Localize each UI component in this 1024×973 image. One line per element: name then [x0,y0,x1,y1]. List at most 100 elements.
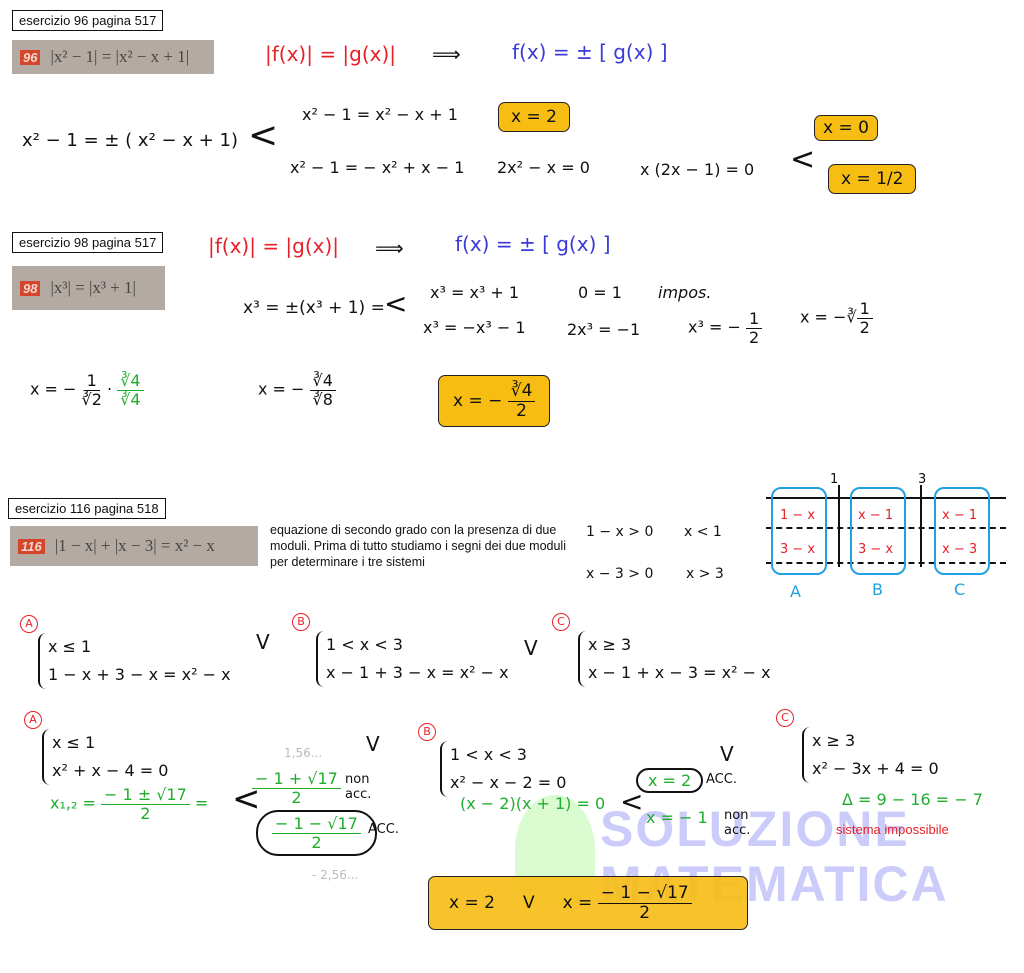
exercise-96-label: esercizio 96 pagina 517 [12,10,164,31]
equation: x² − x − 2 = 0 [450,773,567,792]
numerator: 1 [745,310,763,329]
solution-x2: x = 2 [449,893,495,913]
tag: C [776,709,794,727]
cell-B-2: 3 − x [858,542,894,557]
factorization: (x − 2)(x + 1) = 0 [460,794,606,813]
denominator: 2 [516,400,527,421]
denominator: ∛4 [120,389,141,409]
case2: x³ = −x³ − 1 [423,318,526,337]
lhs: x = − [30,379,77,399]
tag: A [20,615,38,633]
fraction: ∛4∛4 [117,372,144,409]
step: x³ = ±(x³ + 1) = [243,298,385,318]
equation: x² − 3x + 4 = 0 [812,759,939,778]
case1c: impos. [658,283,712,302]
approx1: 1,56... [284,746,323,760]
equals: = [194,793,209,813]
sign2-result: x > 3 [686,566,724,582]
denominator: ∛8 [312,389,333,409]
exercise-98-label: esercizio 98 pagina 517 [12,232,164,253]
numerator: ∛4 [117,372,144,391]
cell-C-1: x − 1 [942,508,978,523]
condition: 1 < x < 3 [450,745,527,764]
result1: x = 2 [498,102,570,132]
letter-B: B [872,580,883,599]
tick-1: 1 [830,472,839,487]
tag: A [24,711,42,729]
chart-line-top [766,497,1006,499]
numerator: − 1 − √17 [597,884,692,904]
denominator: 2 [748,327,760,347]
tick-line-3 [920,485,922,567]
sign1-result: x < 1 [684,524,722,540]
solution-xm1: x = − 1 [646,808,708,827]
or-symbol: V [256,630,270,654]
step: x² − 1 = ± ( x² − x + 1) [22,130,238,151]
case1: x³ = x³ + 1 [430,283,520,302]
numerator: 1 [856,300,873,319]
or-symbol: V [720,742,734,766]
denominator: 2 [140,803,151,823]
case2c: x (2x − 1) = 0 [640,160,755,179]
condition: x ≥ 3 [588,635,632,654]
result2a: x = 0 [814,115,878,141]
description: equazione di secondo grado con la presen… [270,523,566,569]
denominator: 2 [859,317,870,337]
solution1-note: non acc. [345,772,372,802]
rule-lhs: |f(x)| = |g(x)| [208,234,340,258]
case1: x² − 1 = x² − x + 1 [302,105,458,124]
equation: 1 − x + 3 − x = x² − x [48,665,231,684]
case2b: 2x³ = −1 [567,320,641,339]
cell-A-2: 3 − x [780,542,816,557]
branch-arrow: < [620,785,644,818]
problem-text: |x² − 1| = |x² − x + 1| [50,47,190,66]
cell-A-1: 1 − x [780,508,816,523]
case2: x² − 1 = − x² + x − 1 [290,158,465,177]
impossible-note: sistema impossibile [836,822,949,837]
dot: · [107,379,113,399]
chart-line-row2 [766,562,1006,564]
branch-arrow: < [248,115,279,156]
sign2: x − 3 > 0 [586,566,654,582]
lhs: x₁,₂ = [50,793,96,813]
solution-x2: x = 2 [636,768,704,793]
interval-B [850,487,906,575]
numerator: − 1 − √17 [272,815,361,834]
tick-3: 3 [918,472,927,487]
cell-B-1: x − 1 [858,508,894,523]
branch-arrow: < [384,287,408,320]
problem-badge: 96 [20,49,41,65]
equation: x − 1 + x − 3 = x² − x [588,663,771,682]
or-symbol: V [366,732,380,756]
or-symbol: V [524,636,538,660]
chart-line-row1 [766,527,1006,529]
exercise-116-label: esercizio 116 pagina 518 [8,498,166,519]
letter-A: A [790,582,801,601]
exercise-98-problem: 98|x³| = |x³ + 1| [12,266,165,310]
tick-line-1 [838,485,840,567]
rule-rhs: f(x) = ± [ g(x) ] [455,232,611,256]
solution-x2-note: ACC. [706,772,737,787]
interval-A [771,487,827,575]
problem-badge: 116 [18,538,45,554]
equation: x² + x − 4 = 0 [52,761,169,780]
rule-lhs: |f(x)| = |g(x)| [265,42,397,66]
implies-arrow: ⟹ [375,236,404,260]
approx2: - 2,56... [312,868,359,882]
problem-text: |1 − x| + |x − 3| = x² − x [54,536,215,555]
solution-xm1-note: non acc. [724,808,751,838]
cell-C-2: x − 3 [942,542,978,557]
condition: x ≤ 1 [52,733,96,752]
fraction: ∛4∛8 [309,372,336,409]
